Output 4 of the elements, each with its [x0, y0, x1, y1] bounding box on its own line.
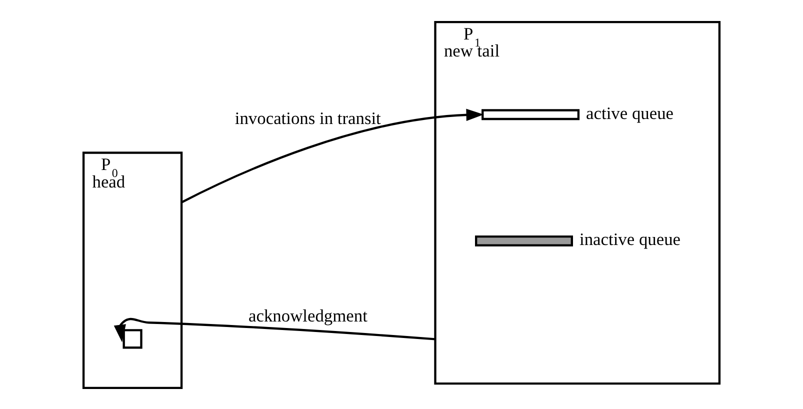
node-label: active queue [586, 102, 674, 122]
edge-label: invocations in transit [234, 108, 381, 128]
edge-label: acknowledgment [248, 304, 368, 325]
node-label: inactive queue [580, 228, 681, 249]
